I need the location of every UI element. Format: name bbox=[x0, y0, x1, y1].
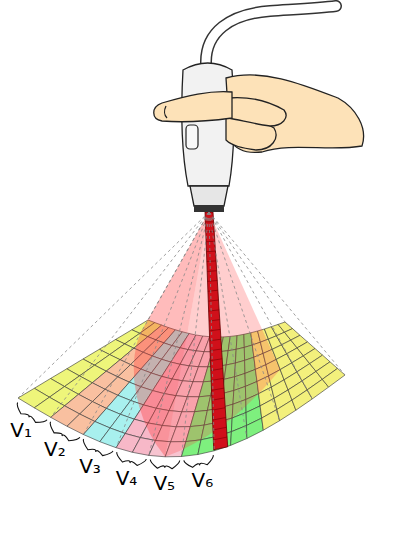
beam-hatch bbox=[212, 398, 225, 400]
segment-bracket bbox=[83, 439, 113, 456]
beam-plane bbox=[165, 212, 280, 457]
scan-line bbox=[182, 212, 210, 457]
beam-hatch bbox=[209, 329, 220, 331]
thumb-nail bbox=[165, 106, 167, 118]
segment-bracket bbox=[50, 422, 80, 441]
scan-line bbox=[149, 212, 209, 455]
finger bbox=[228, 98, 286, 126]
beam-hatch bbox=[206, 251, 215, 253]
probe-cable bbox=[206, 6, 336, 64]
segment-label: V₆ bbox=[191, 470, 213, 490]
beam-hatch bbox=[208, 290, 218, 291]
beam-hatch bbox=[207, 260, 216, 262]
segment-label: V₃ bbox=[79, 456, 101, 476]
beam-hatch bbox=[208, 280, 218, 282]
beam-hatch bbox=[205, 221, 213, 222]
grid-cell bbox=[231, 426, 247, 446]
beam-fan bbox=[134, 212, 280, 457]
cable-outline bbox=[206, 6, 336, 64]
scan-line bbox=[209, 212, 345, 375]
hand-back bbox=[226, 75, 364, 153]
scan-line bbox=[209, 212, 312, 399]
probe-button bbox=[186, 125, 198, 149]
grid-cell bbox=[247, 418, 264, 438]
beam-hatch bbox=[213, 417, 226, 420]
segment-label: V₅ bbox=[153, 473, 175, 493]
segment-label: V₂ bbox=[44, 439, 66, 459]
beam-hatch bbox=[206, 241, 215, 242]
probe-neck bbox=[190, 186, 228, 206]
segment-label: V₄ bbox=[116, 468, 138, 488]
beam-hatch bbox=[213, 427, 227, 430]
cable-fill bbox=[206, 6, 336, 64]
scan-line bbox=[116, 212, 209, 448]
scan-line bbox=[83, 212, 209, 435]
segment-label: V₁ bbox=[10, 420, 32, 440]
beam-line bbox=[205, 212, 228, 450]
scan-line bbox=[209, 212, 214, 451]
beam-hatch bbox=[209, 320, 220, 321]
segment-bracket bbox=[184, 455, 214, 467]
beam-hatch bbox=[212, 408, 225, 411]
hand bbox=[154, 75, 364, 153]
scan-line bbox=[209, 212, 285, 322]
beam-hatch bbox=[207, 270, 217, 272]
scan-line bbox=[148, 212, 209, 320]
segment-bracket bbox=[117, 452, 147, 465]
scan-line bbox=[18, 212, 209, 398]
beam-hatch bbox=[212, 388, 225, 390]
segment-bracket bbox=[150, 460, 179, 469]
beam-hatch bbox=[208, 300, 218, 301]
scan-lines bbox=[18, 212, 345, 457]
beam-hatch bbox=[209, 310, 220, 311]
beam-hatch bbox=[210, 359, 222, 361]
segment-brackets bbox=[17, 402, 213, 468]
grid-cell bbox=[322, 368, 345, 387]
probe-face bbox=[194, 205, 224, 212]
scan-line bbox=[209, 212, 280, 421]
beam-hatch bbox=[213, 437, 227, 440]
scan-line bbox=[51, 212, 209, 417]
thumb bbox=[154, 92, 232, 122]
